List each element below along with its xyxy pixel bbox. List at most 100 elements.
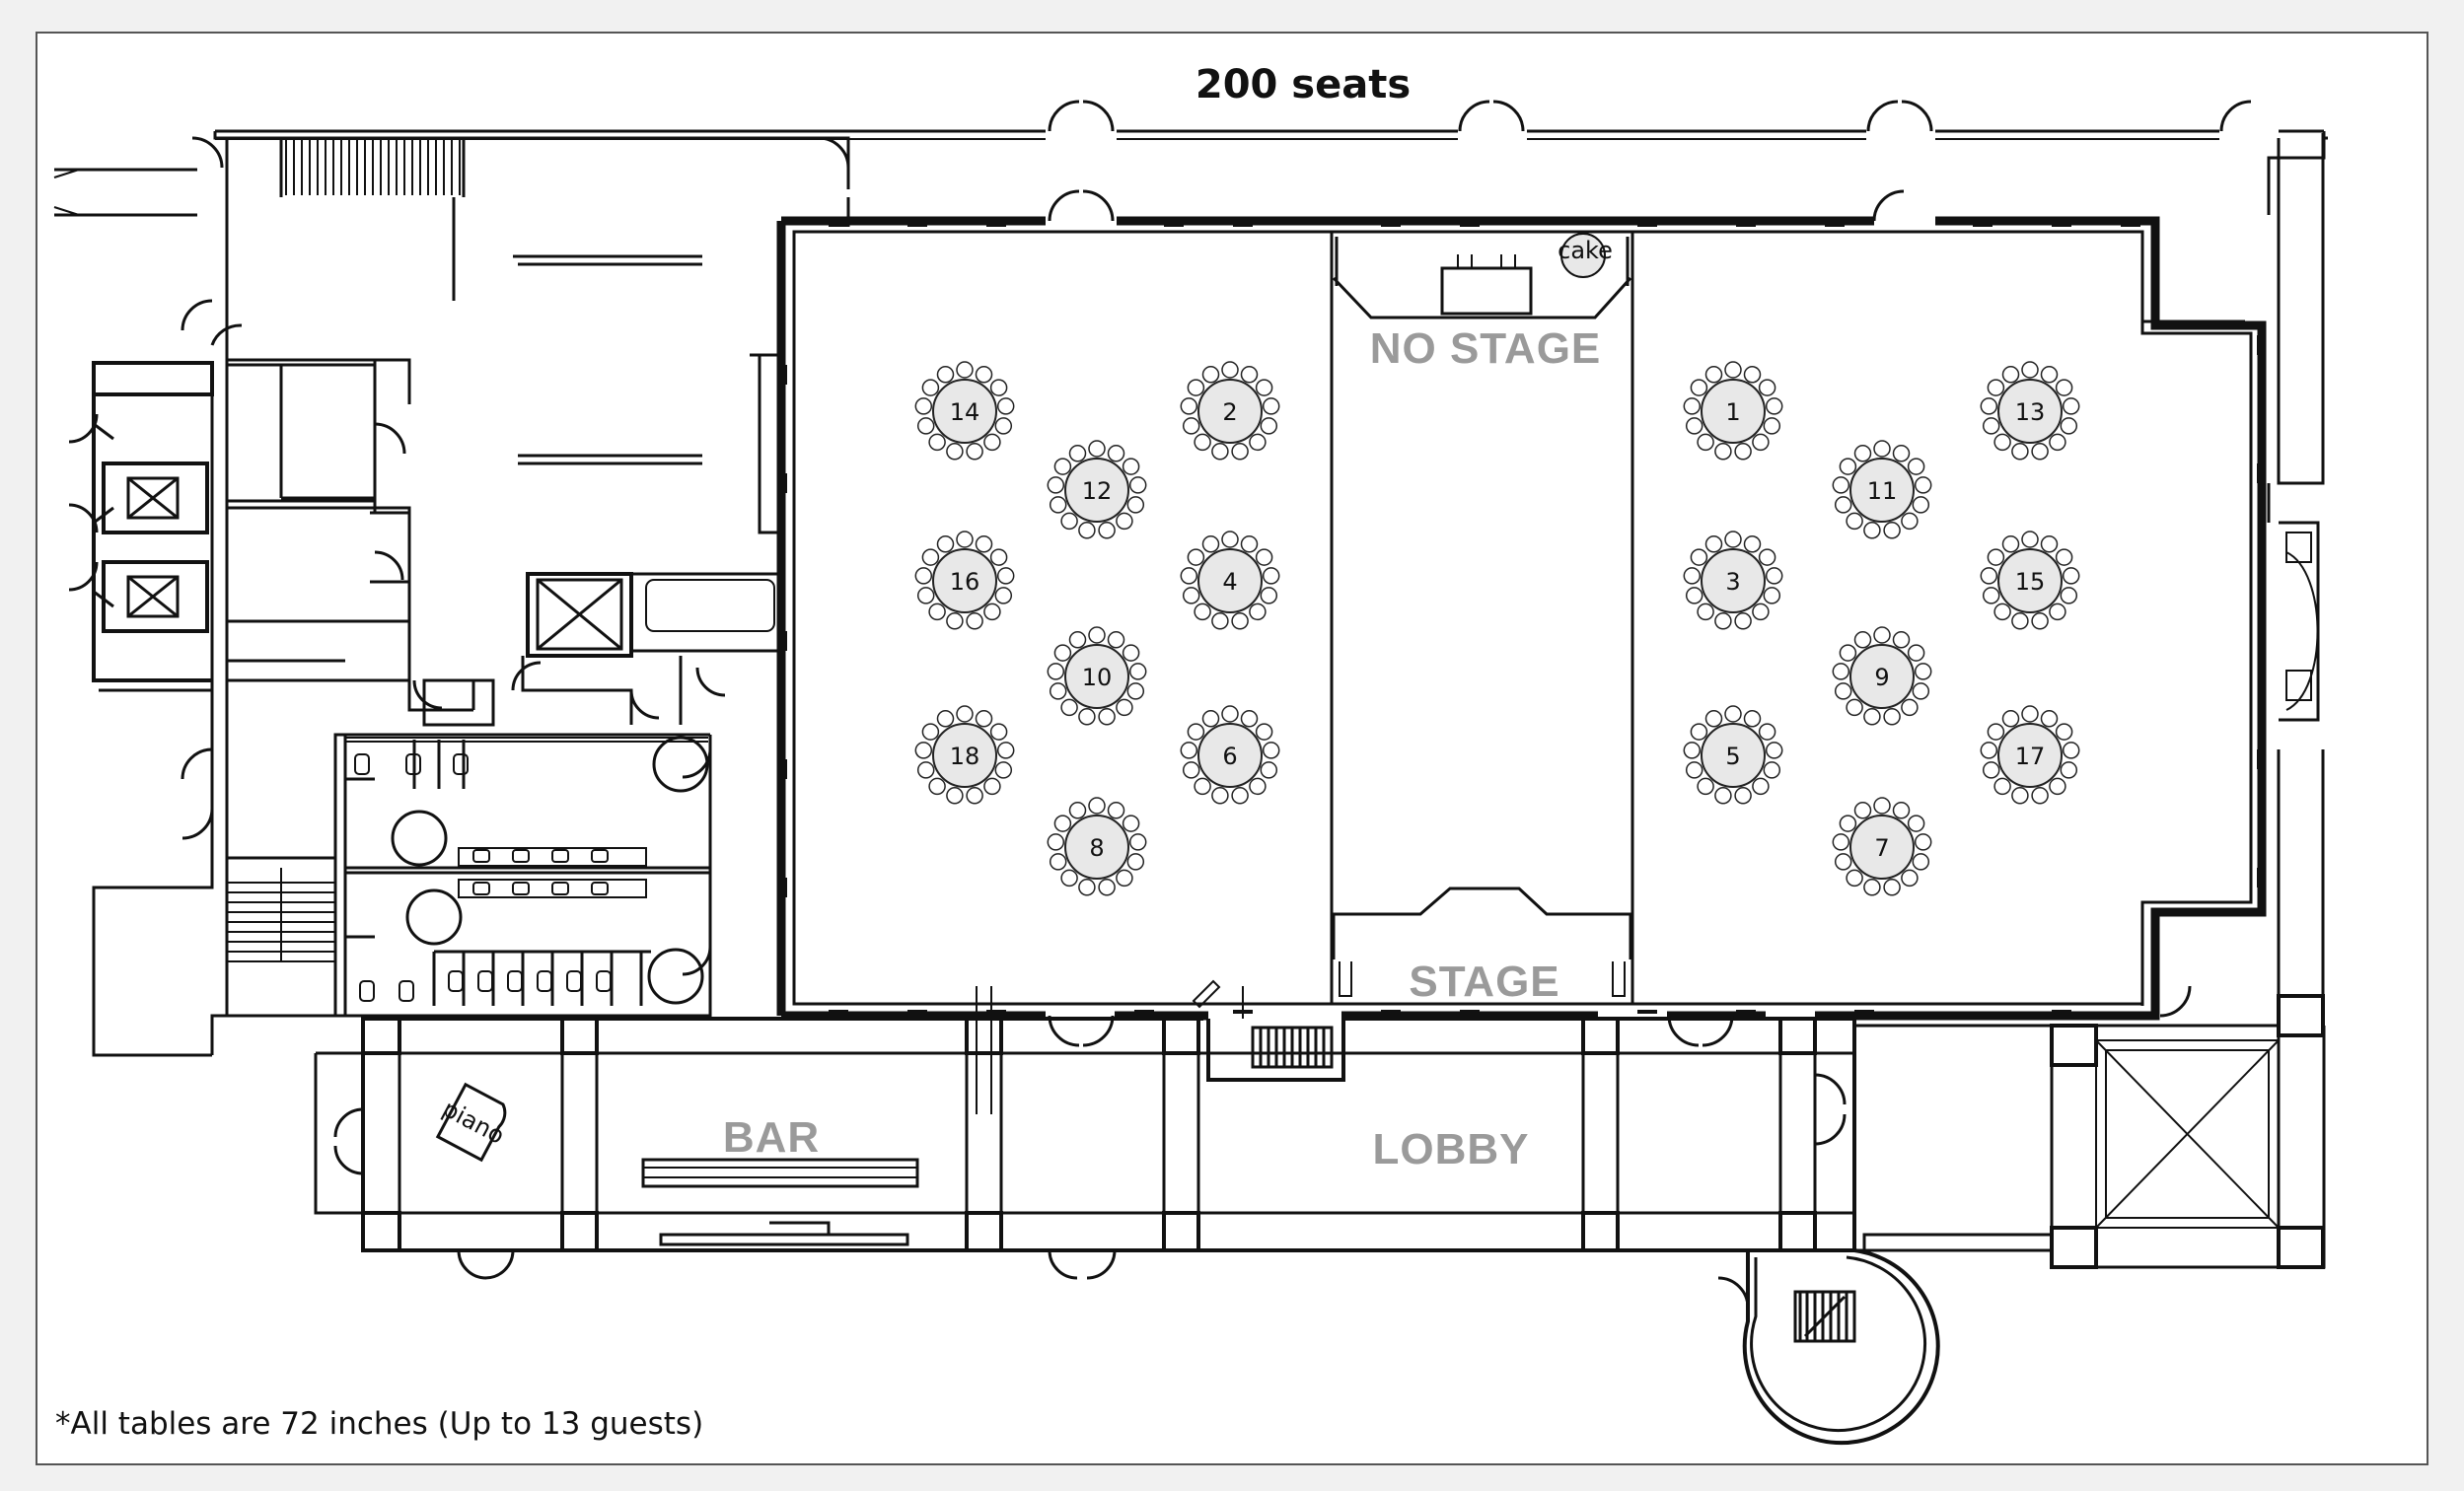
table-6: 6 — [1180, 705, 1280, 805]
chair — [1180, 397, 1198, 415]
chair — [1912, 496, 1930, 514]
table-number: 16 — [950, 568, 980, 596]
chair — [1262, 397, 1280, 415]
chair — [1752, 777, 1770, 796]
chair — [1987, 723, 2005, 741]
chair — [966, 787, 983, 805]
chair — [936, 710, 955, 728]
chair — [1832, 833, 1850, 851]
chair — [994, 417, 1013, 435]
chair — [1098, 708, 1116, 726]
chair — [1201, 710, 1220, 728]
table-top — [1064, 644, 1129, 709]
chair — [1697, 777, 1714, 796]
table-number: 1 — [1725, 398, 1740, 426]
chair — [1221, 361, 1239, 379]
chair — [1260, 587, 1278, 604]
chair — [989, 548, 1008, 566]
chair — [989, 723, 1008, 741]
chair — [1892, 445, 1911, 462]
chair — [1128, 833, 1147, 851]
chair — [996, 397, 1015, 415]
table-top — [1197, 548, 1263, 613]
chair — [1053, 458, 1072, 475]
chair — [1047, 663, 1065, 680]
chair — [1912, 682, 1930, 700]
corridor-doors — [68, 100, 2252, 1309]
table-2: 2 — [1180, 361, 1280, 461]
table-number: 18 — [950, 743, 980, 770]
building-outline — [53, 129, 2328, 1446]
chair — [1912, 853, 1930, 871]
chair — [1122, 458, 1140, 475]
chair — [1060, 512, 1078, 531]
chair — [2060, 417, 2078, 435]
table-number: 15 — [2015, 568, 2046, 596]
chair — [1907, 644, 1925, 662]
chair — [936, 366, 955, 384]
chair — [1734, 443, 1752, 461]
chair — [1839, 815, 1857, 832]
chair — [1053, 644, 1072, 662]
chair — [1752, 433, 1770, 452]
chair — [1260, 417, 1278, 435]
chair — [2062, 397, 2080, 415]
chair — [1053, 815, 1072, 832]
chair — [1982, 417, 2000, 435]
chair — [1758, 379, 1776, 396]
chair — [1982, 761, 2000, 779]
chair — [1128, 476, 1147, 494]
chair — [2021, 531, 2039, 548]
table-top — [932, 548, 997, 613]
chair — [1211, 787, 1229, 805]
table-16: 16 — [914, 531, 1015, 630]
table-number: 2 — [1222, 398, 1237, 426]
chair — [1873, 626, 1891, 644]
table-1: 1 — [1683, 361, 1783, 461]
chair — [1088, 440, 1106, 458]
chair — [1201, 535, 1220, 553]
chair — [2060, 587, 2078, 604]
chair — [1980, 742, 1998, 759]
chair — [1249, 603, 1267, 621]
chair — [1049, 496, 1067, 514]
chair — [1068, 802, 1087, 819]
chair — [1832, 663, 1850, 680]
chair — [1743, 710, 1762, 728]
chair — [916, 417, 935, 435]
chair — [1883, 879, 1901, 896]
chair — [2021, 361, 2039, 379]
chair — [1122, 815, 1140, 832]
table-top — [1701, 548, 1766, 613]
chair — [2060, 761, 2078, 779]
chair — [1839, 458, 1857, 475]
chair — [1194, 603, 1211, 621]
table-number: 8 — [1089, 834, 1104, 862]
chair — [1846, 512, 1863, 531]
restroom-fixtures — [354, 736, 709, 1005]
chair — [1049, 853, 1067, 871]
chair — [1901, 869, 1919, 888]
chair — [1883, 522, 1901, 539]
chair — [1714, 443, 1732, 461]
page-title: 200 seats — [1196, 62, 1411, 107]
chair — [1987, 548, 2005, 566]
chair — [1116, 512, 1133, 531]
chair — [1743, 535, 1762, 553]
chair — [975, 535, 993, 553]
chair — [1194, 777, 1211, 796]
chair — [914, 567, 933, 585]
chair — [1907, 815, 1925, 832]
chair — [989, 379, 1008, 396]
chair — [1231, 787, 1249, 805]
table-number: 10 — [1082, 664, 1113, 691]
chair — [2055, 723, 2073, 741]
chair — [1078, 879, 1096, 896]
chair — [1126, 496, 1145, 514]
table-12: 12 — [1047, 440, 1147, 539]
chair — [1187, 379, 1205, 396]
chair — [1914, 833, 1932, 851]
chair — [946, 443, 964, 461]
table-top — [932, 723, 997, 788]
